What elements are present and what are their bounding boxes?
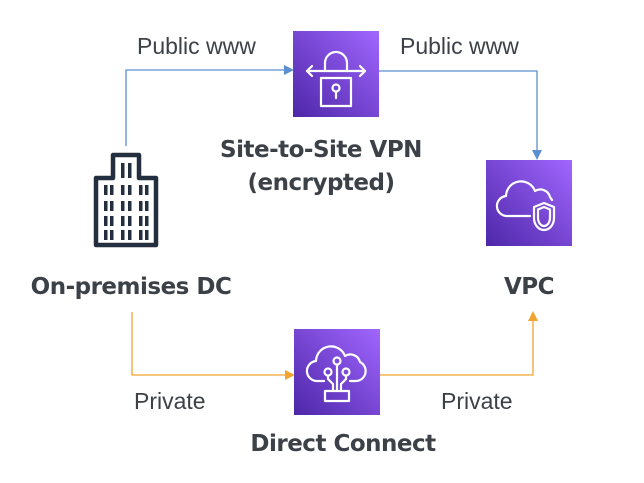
direct-connect-service-box[interactable] — [294, 329, 380, 415]
vpn-padlock-icon — [305, 50, 367, 108]
private-line-right — [380, 311, 538, 376]
public-www-label-right: Public www — [400, 33, 519, 59]
vpc-label: VPC — [503, 274, 555, 300]
cloud-circuit-icon — [305, 345, 367, 403]
office-building-icon — [90, 150, 162, 248]
public-www-line-left — [125, 65, 294, 146]
cloud-shield-icon — [495, 180, 556, 232]
vpc-service-box[interactable] — [486, 160, 572, 246]
private-label-right: Private — [441, 388, 513, 414]
direct-connect-label: Direct Connect — [250, 431, 436, 457]
vpn-label-line2: (encrypted) — [247, 170, 396, 196]
public-www-label-left: Public www — [137, 33, 256, 59]
vpn-label-line1: Site-to-Site VPN — [220, 137, 422, 163]
private-line-left — [131, 312, 295, 380]
public-www-line-right — [379, 70, 542, 160]
vpn-service-box[interactable] — [293, 31, 379, 117]
private-label-left: Private — [134, 388, 206, 414]
onprem-dc-label: On-premises DC — [30, 274, 232, 300]
